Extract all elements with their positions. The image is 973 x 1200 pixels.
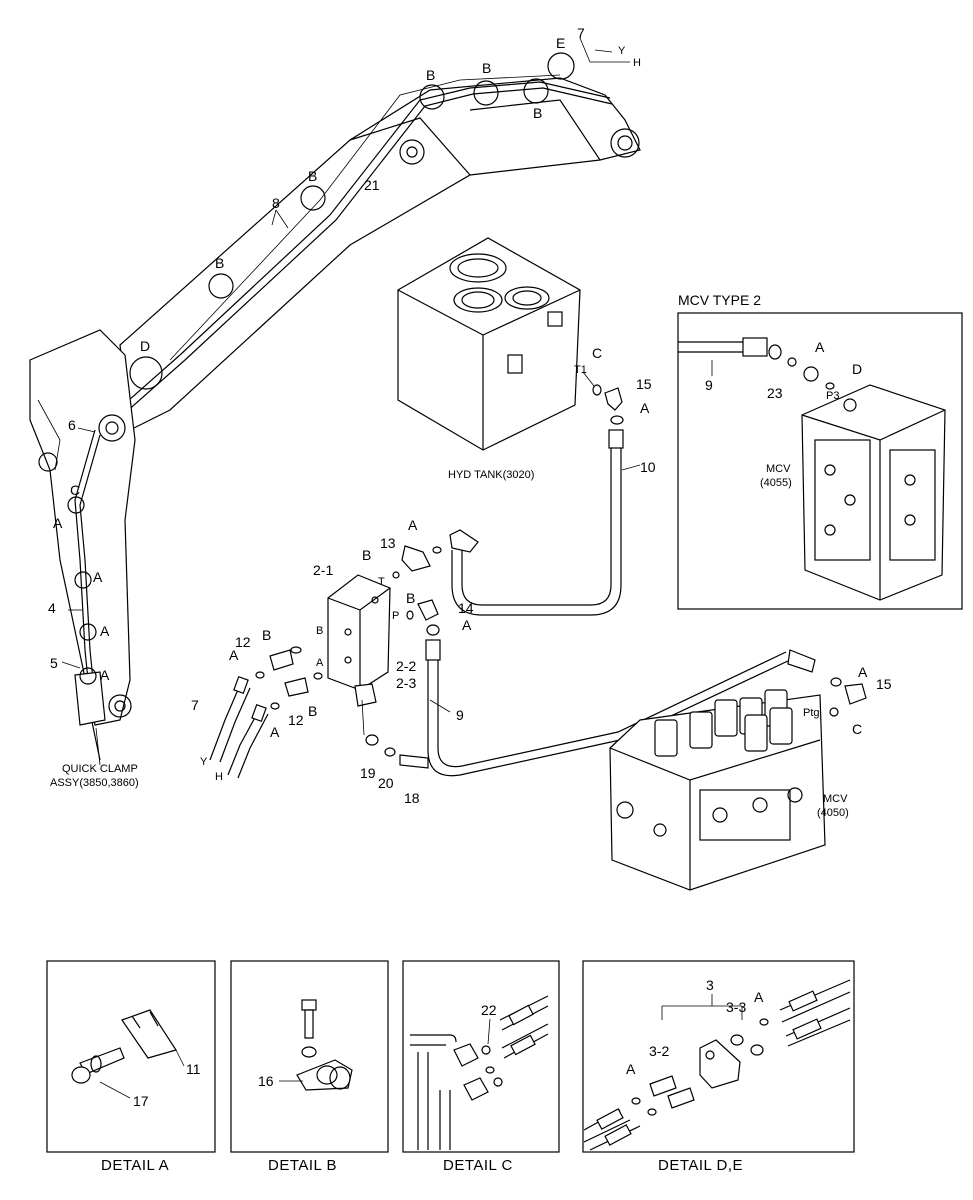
callout-t-port: T bbox=[378, 576, 385, 588]
callout-9-low: 9 bbox=[456, 707, 464, 723]
callout-15-mcv: 15 bbox=[876, 676, 892, 692]
callout-b-12: B bbox=[262, 627, 271, 643]
callout-a-arm2: A bbox=[93, 569, 103, 585]
callout-12: 12 bbox=[235, 634, 251, 650]
boom-leaders bbox=[61, 37, 630, 766]
callout-8: 8 bbox=[272, 195, 280, 211]
callout-15-tank: 15 bbox=[636, 376, 652, 392]
detail-b-panel bbox=[230, 960, 389, 1153]
callout-b2: B bbox=[482, 60, 491, 76]
callout-a-tank: A bbox=[640, 400, 650, 416]
callout-h-low: H bbox=[215, 771, 223, 783]
callout-e: E bbox=[556, 35, 565, 51]
callout-a-arm1: A bbox=[53, 515, 63, 531]
callout-20: 20 bbox=[378, 775, 394, 791]
callout-d-boom: D bbox=[140, 338, 150, 354]
callout-c-arm: C bbox=[70, 482, 80, 498]
callout-det-de-3-2: 3-2 bbox=[649, 1043, 669, 1059]
callout-det-de-3: 3 bbox=[706, 977, 714, 993]
callout-t1: T1 bbox=[574, 364, 587, 376]
hose-9-assembly bbox=[425, 624, 867, 777]
captions: QUICK CLAMP ASSY(3850,3860) HYD TANK(302… bbox=[50, 292, 849, 1174]
callout-c-tank: C bbox=[592, 345, 602, 361]
caption-quick-clamp-1: QUICK CLAMP bbox=[62, 763, 138, 775]
callout-a-arm3: A bbox=[100, 623, 110, 639]
callout-21: 21 bbox=[364, 177, 380, 193]
callout-mcv-t2-23: 23 bbox=[767, 385, 783, 401]
detail-de-panel bbox=[582, 960, 855, 1153]
callout-h-top: H bbox=[633, 57, 641, 69]
callout-18: 18 bbox=[404, 790, 420, 806]
caption-mcv-4055-1: MCV bbox=[766, 463, 791, 475]
callout-7-low: 7 bbox=[191, 697, 199, 713]
caption-detail-a: DETAIL A bbox=[101, 1157, 169, 1174]
caption-mcv-4050-2: (4050) bbox=[817, 807, 849, 819]
callout-13: 13 bbox=[380, 535, 396, 551]
detail-circles bbox=[67, 52, 575, 685]
callout-b-t: B bbox=[362, 547, 371, 563]
callout-mcv-t2-9: 9 bbox=[705, 377, 713, 393]
callout-19: 19 bbox=[360, 765, 376, 781]
caption-mcv-type2: MCV TYPE 2 bbox=[678, 292, 761, 308]
callout-b4: B bbox=[308, 168, 317, 184]
callout-b5: B bbox=[215, 255, 224, 271]
callout-mcv-t2-d: D bbox=[852, 361, 862, 377]
callout-ptg: Ptg bbox=[803, 707, 820, 719]
callout-mcv-t2-a: A bbox=[815, 339, 825, 355]
callout-det-b-16: 16 bbox=[258, 1073, 274, 1089]
callout-labels: 7 E Y H B B B B B 21 8 D 6 C A A A A 4 5… bbox=[48, 25, 892, 1109]
callout-4: 4 bbox=[48, 600, 56, 616]
hydraulic-tank-drawing bbox=[397, 237, 595, 451]
callout-b-p: B bbox=[406, 590, 415, 606]
callout-det-de-a1: A bbox=[754, 989, 764, 1005]
callout-p-port: P bbox=[392, 610, 399, 622]
callout-6: 6 bbox=[68, 417, 76, 433]
callout-5: 5 bbox=[50, 655, 58, 671]
caption-quick-clamp-2: ASSY(3850,3860) bbox=[50, 777, 139, 789]
callout-a-14: A bbox=[462, 617, 472, 633]
callout-det-a-17: 17 bbox=[133, 1093, 149, 1109]
callout-p3: P3 bbox=[826, 390, 839, 402]
caption-hyd-tank: HYD TANK(3020) bbox=[448, 469, 534, 481]
callout-10: 10 bbox=[640, 459, 656, 475]
caption-detail-c: DETAIL C bbox=[443, 1157, 513, 1174]
callout-y-top: Y bbox=[618, 45, 626, 57]
callout-c-mcv: C bbox=[852, 721, 862, 737]
valve-block-drawing bbox=[209, 545, 442, 779]
hose-10-assembly bbox=[449, 384, 641, 616]
caption-detail-de: DETAIL D,E bbox=[658, 1157, 743, 1174]
callout-b-12b: B bbox=[308, 703, 317, 719]
caption-mcv-4050-1: MCV bbox=[823, 793, 848, 805]
callout-det-c-22: 22 bbox=[481, 1002, 497, 1018]
mcv-4050-drawing bbox=[609, 689, 826, 891]
callout-b-port: B bbox=[316, 625, 323, 637]
detail-a-panel bbox=[46, 960, 216, 1153]
callout-y-low: Y bbox=[200, 756, 208, 768]
callout-det-a-11: 11 bbox=[186, 1061, 201, 1077]
detail-c-panel bbox=[402, 960, 560, 1153]
callout-b1: B bbox=[426, 67, 435, 83]
arm-drawing bbox=[29, 329, 136, 761]
callout-14: 14 bbox=[458, 600, 474, 616]
caption-mcv-4055-2: (4055) bbox=[760, 477, 792, 489]
mcv-type2-panel bbox=[677, 312, 963, 610]
callout-a-13: A bbox=[408, 517, 418, 533]
callout-a-port: A bbox=[316, 657, 324, 669]
callout-2-1: 2-1 bbox=[313, 562, 333, 578]
callout-a-mcv: A bbox=[858, 664, 868, 680]
callout-a-low: A bbox=[270, 724, 280, 740]
callout-7-top: 7 bbox=[577, 25, 585, 41]
caption-detail-b: DETAIL B bbox=[268, 1157, 337, 1174]
callout-b3: B bbox=[533, 105, 542, 121]
callout-2-3: 2-3 bbox=[396, 675, 416, 691]
callout-a-arm4: A bbox=[100, 667, 110, 683]
callout-det-de-a2: A bbox=[626, 1061, 636, 1077]
callout-det-de-3-3: 3-3 bbox=[726, 999, 746, 1015]
callout-2-2: 2-2 bbox=[396, 658, 416, 674]
callout-a-12: A bbox=[229, 647, 239, 663]
callout-12b: 12 bbox=[288, 712, 304, 728]
